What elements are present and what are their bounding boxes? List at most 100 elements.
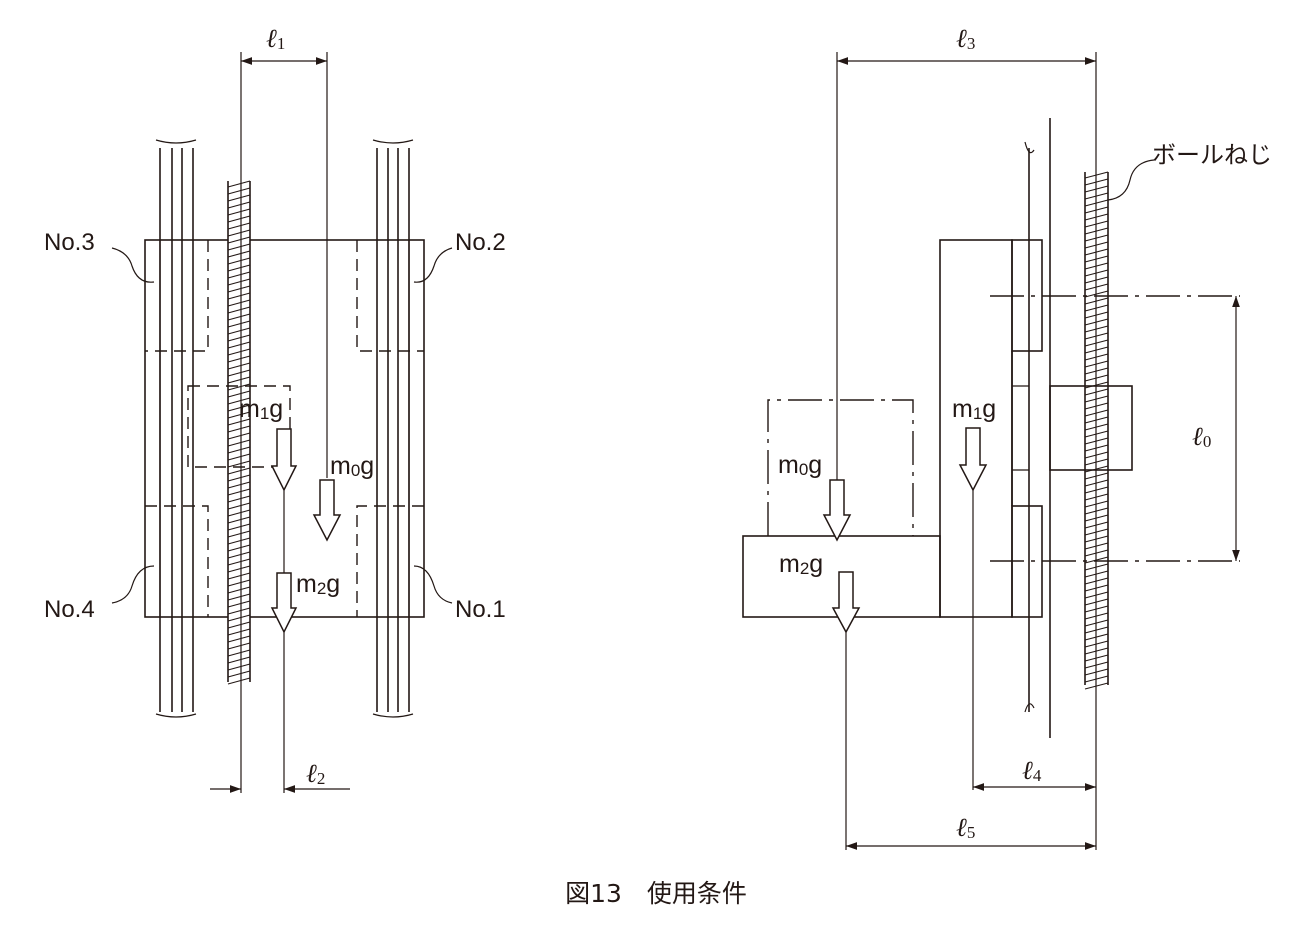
label-m1g-side: m1g — [952, 395, 996, 423]
ball-screw-thread — [227, 544, 251, 552]
ball-screw-label: ボールねじ — [1152, 142, 1272, 169]
ball-screw-thread — [227, 600, 251, 608]
label-m1g: m1g — [239, 395, 283, 423]
ball-screw-thread — [227, 432, 251, 440]
ball-screw-thread — [227, 320, 251, 328]
ball-screw-thread — [227, 642, 251, 650]
label-l5: ℓ5 — [956, 813, 975, 842]
ball-screw-thread — [227, 236, 251, 244]
ball-screw-left — [227, 180, 251, 685]
ball-screw-nut — [1049, 385, 1133, 471]
ball-screw-thread — [227, 327, 251, 335]
ball-screw-thread — [227, 656, 251, 664]
right-view: ボールねじ — [742, 24, 1272, 850]
ball-screw-thread — [227, 292, 251, 300]
ball-screw-thread — [227, 222, 251, 230]
ball-screw-thread — [227, 250, 251, 258]
ball-screw-thread — [227, 348, 251, 356]
ball-screw-thread — [227, 278, 251, 286]
m0-mass-outline — [767, 399, 914, 536]
label-no4: No.4 — [44, 596, 95, 623]
m1g-arrow — [270, 428, 298, 492]
ball-screw-thread — [227, 341, 251, 349]
ball-screw-thread — [227, 201, 251, 209]
ball-screw-thread — [227, 565, 251, 573]
figure-caption: 図13 使用条件 — [565, 879, 747, 908]
m0g-arrow — [312, 479, 342, 542]
ball-screw-thread — [227, 334, 251, 342]
ball-screw-thread — [227, 271, 251, 279]
ball-screw-thread — [227, 481, 251, 489]
label-no1: No.1 — [455, 596, 506, 623]
ball-screw-thread — [227, 425, 251, 433]
ball-screw-thread — [227, 180, 251, 188]
ball-screw-thread — [227, 614, 251, 622]
ball-screw-thread — [227, 509, 251, 517]
ball-screw-thread — [227, 677, 251, 685]
ball-screw-thread — [227, 404, 251, 412]
ball-screw-thread — [227, 586, 251, 594]
guide-rail-right — [372, 139, 414, 718]
ball-screw-thread — [227, 446, 251, 454]
ball-screw-thread — [227, 285, 251, 293]
ball-screw-thread — [227, 537, 251, 545]
label-l1: ℓ1 — [266, 24, 285, 53]
bearing-block-no4 — [145, 505, 209, 617]
ball-screw-thread — [227, 257, 251, 265]
ball-screw-thread — [227, 264, 251, 272]
ball-screw-thread — [227, 670, 251, 678]
ball-screw-thread — [227, 194, 251, 202]
ball-screw-thread — [227, 229, 251, 237]
ball-screw-thread — [227, 376, 251, 384]
ball-screw-thread — [227, 355, 251, 363]
ball-screw-thread — [227, 516, 251, 524]
ball-screw-thread — [227, 187, 251, 195]
m1g-arrow-side — [958, 427, 988, 492]
bearing-block-no2 — [356, 240, 424, 352]
ball-screw-thread — [227, 362, 251, 370]
ball-screw-thread — [227, 607, 251, 615]
ball-screw-thread — [227, 215, 251, 223]
ball-screw-thread — [227, 572, 251, 580]
m1-mass-outline — [187, 385, 291, 468]
label-l2: ℓ2 — [306, 759, 325, 788]
ball-screw-thread — [227, 628, 251, 636]
m2g-arrow-side — [831, 571, 861, 634]
ball-screw-thread — [227, 397, 251, 405]
ball-screw-thread — [227, 306, 251, 314]
guide-rail-side — [1024, 118, 1051, 738]
ball-screw-thread — [227, 488, 251, 496]
ball-screw-thread — [227, 243, 251, 251]
ball-screw-thread — [227, 621, 251, 629]
ball-screw-thread — [227, 579, 251, 587]
m2g-arrow — [270, 572, 298, 634]
ball-screw-thread — [227, 208, 251, 216]
bearing-block-no3 — [145, 240, 209, 352]
label-l0: ℓ0 — [1192, 422, 1211, 451]
ball-screw-thread — [227, 418, 251, 426]
ball-screw-thread — [227, 453, 251, 461]
ball-screw-thread — [227, 467, 251, 475]
carriage-plate — [939, 239, 1013, 618]
label-m2g-side: m2g — [779, 550, 823, 578]
ball-screw-thread — [227, 299, 251, 307]
ball-screw-thread — [227, 551, 251, 559]
ball-screw-thread — [227, 439, 251, 447]
ball-screw-thread — [227, 530, 251, 538]
left-view: No.3 No.2 No.4 No.1 m1g m0g m2g ℓ1 ℓ2 — [44, 24, 506, 793]
label-no2: No.2 — [455, 229, 506, 256]
label-m0g-side: m0g — [778, 451, 822, 479]
label-m2g: m2g — [296, 570, 340, 598]
label-l3: ℓ3 — [956, 24, 975, 53]
guide-rail-left — [155, 139, 197, 718]
ball-screw-thread — [227, 383, 251, 391]
ball-screw-thread — [227, 523, 251, 531]
ball-screw-thread — [227, 369, 251, 377]
ball-screw-thread — [227, 495, 251, 503]
ball-screw-thread — [227, 635, 251, 643]
ball-screw-thread — [227, 460, 251, 468]
label-no3: No.3 — [44, 229, 95, 256]
ball-screw-thread — [227, 411, 251, 419]
ball-screw-thread — [227, 558, 251, 566]
